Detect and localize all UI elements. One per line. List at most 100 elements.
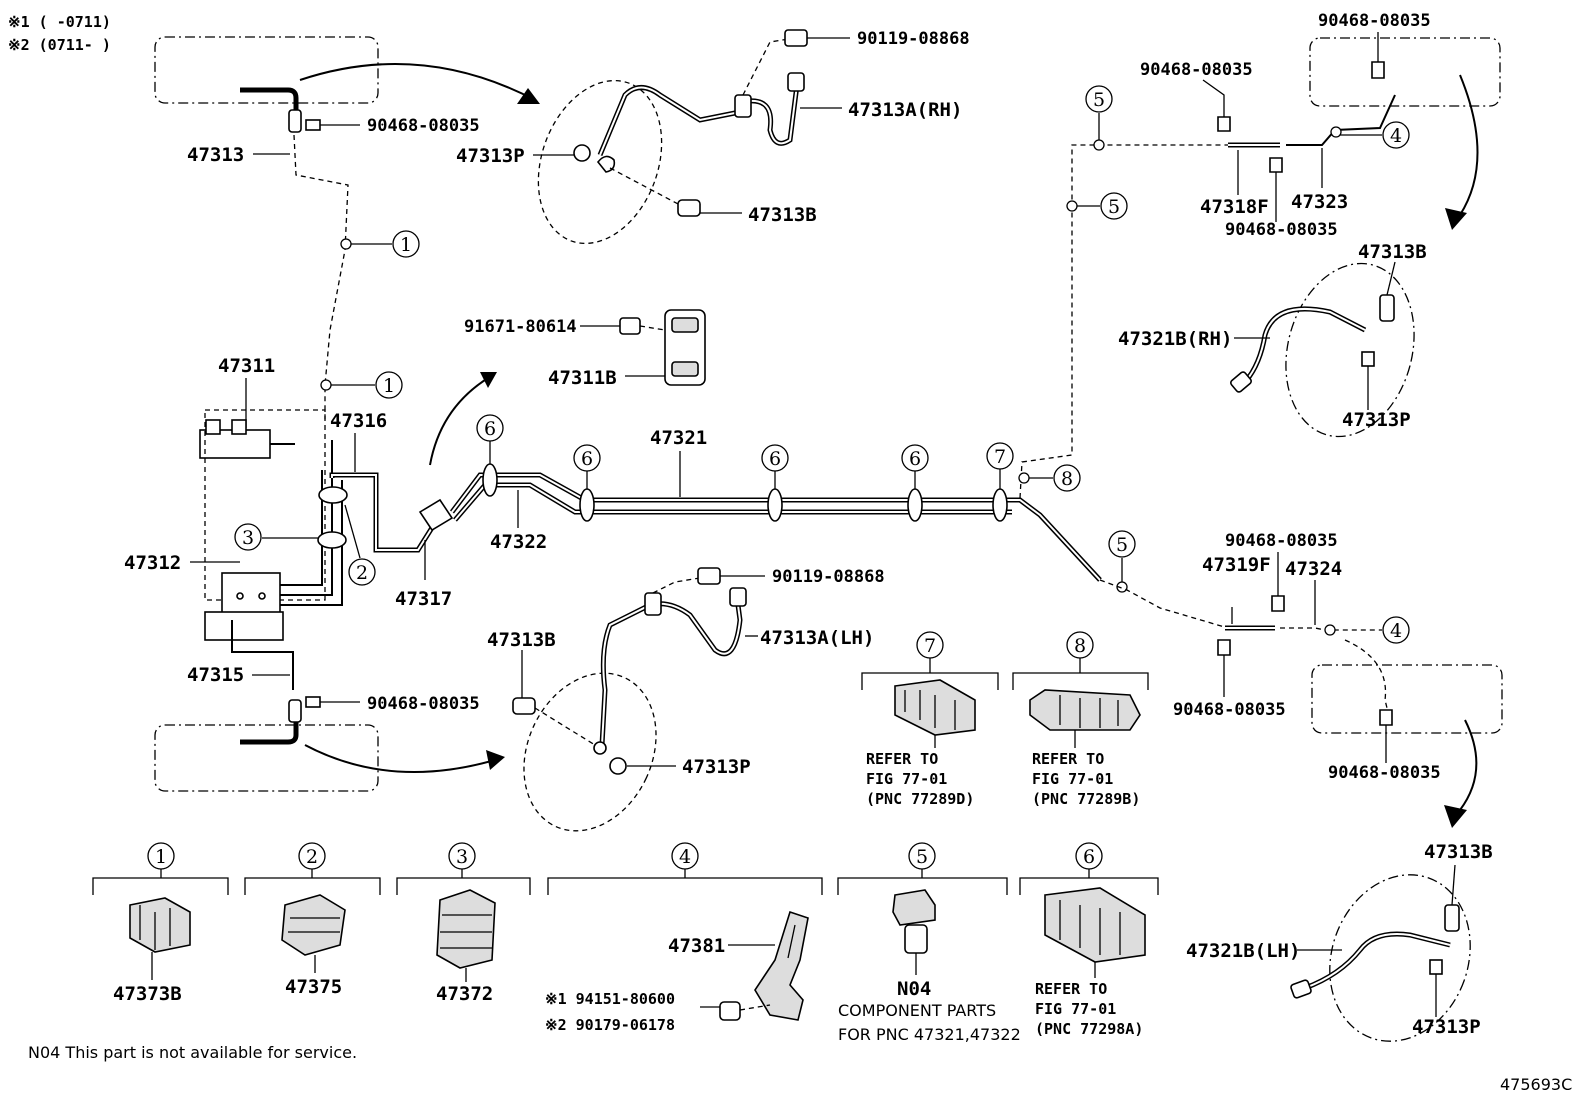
label-90119-bottom: 90119-08868 <box>772 567 885 587</box>
bolt-icon-legend-4 <box>719 1001 741 1021</box>
label-47313: 47313 <box>187 144 244 166</box>
svg-text:2: 2 <box>356 562 368 584</box>
clip-icon-90468-top-mid <box>1217 116 1231 132</box>
refer-7-line2: FIG 77-01 <box>866 770 947 788</box>
refer-6-line2: FIG 77-01 <box>1035 1000 1116 1018</box>
clamp-6-a <box>482 463 498 497</box>
detail-circle-top <box>537 79 663 245</box>
callout-4-bottom <box>1382 616 1410 644</box>
label-47323: 47323 <box>1291 191 1348 213</box>
label-90468-bottom-left: 90468-08035 <box>367 694 480 714</box>
svg-text:5: 5 <box>1093 89 1105 111</box>
curved-arrow-top-right <box>1459 74 1479 216</box>
callout-8 <box>1053 464 1081 492</box>
bolt-icon-47313B-top <box>677 199 701 217</box>
joint-47317 <box>418 498 454 532</box>
label-47321B-lh: 47321B(LH) <box>1186 940 1300 962</box>
label-47313B-top: 47313B <box>748 204 817 226</box>
bolt-icon-47313B-mid <box>512 697 536 715</box>
legend-3-part: 47372 <box>436 983 493 1005</box>
clip-icon-90468-bottom-left <box>305 696 321 708</box>
svg-text:6: 6 <box>909 448 921 470</box>
detail-circle-rear-rh <box>1285 262 1415 438</box>
svg-text:6: 6 <box>484 418 496 440</box>
curved-arrow-top-left <box>299 63 536 101</box>
legend-5-part: N04 <box>897 978 931 1000</box>
refer-8-line1: REFER TO <box>1032 750 1104 768</box>
clamp-2 <box>318 486 348 504</box>
hose-47321B-lh <box>1304 931 1451 991</box>
abs-actuator-47312 <box>221 572 281 618</box>
callout-2 <box>348 558 376 586</box>
availability-note: N04 This part is not available for servi… <box>28 1043 357 1062</box>
rear-detail-box-bottom <box>1311 664 1503 734</box>
variant-note-1: ※1 ( -0711) <box>8 13 111 31</box>
front-detail-box-top <box>154 36 379 104</box>
callout-3 <box>234 523 262 551</box>
clip-icon-90468-top-left <box>305 119 321 131</box>
hose-fitting-47313 <box>288 109 302 133</box>
legend-1-part: 47373B <box>113 983 182 1005</box>
label-47321B-rh: 47321B(RH) <box>1118 328 1232 350</box>
label-47313B-mid: 47313B <box>487 629 556 651</box>
svg-text:5: 5 <box>916 846 928 868</box>
variant-note-2: ※2 (0711- ) <box>8 36 111 54</box>
clamp-3 <box>317 531 347 549</box>
callout-1-upper <box>392 230 420 258</box>
label-47311: 47311 <box>218 355 275 377</box>
clip-icon-47313P-mid <box>609 757 627 775</box>
svg-text:8: 8 <box>1061 468 1073 490</box>
svg-text:5: 5 <box>1116 534 1128 556</box>
svg-text:5: 5 <box>1108 196 1120 218</box>
label-47321: 47321 <box>650 427 707 449</box>
svg-text:1: 1 <box>155 846 167 868</box>
svg-text:4: 4 <box>679 846 691 868</box>
refer-6-line1: REFER TO <box>1035 980 1107 998</box>
label-90468-under-47319F: 90468-08035 <box>1173 700 1286 720</box>
label-47317: 47317 <box>395 588 452 610</box>
arrowhead-top-left <box>517 88 540 104</box>
label-47318F: 47318F <box>1200 196 1269 218</box>
callout-5-b <box>1100 192 1128 220</box>
brake-line-front-left <box>293 134 349 420</box>
clip-icon-47313P-right-top <box>1361 351 1375 367</box>
bolt-icon-91671 <box>619 317 641 335</box>
clamp-7 <box>992 488 1008 522</box>
svg-text:6: 6 <box>769 448 781 470</box>
label-90468-top-mid: 90468-08035 <box>1140 60 1253 80</box>
label-47313A-lh: 47313A(LH) <box>760 627 874 649</box>
label-47313B-right-top: 47313B <box>1358 241 1427 263</box>
hose-end-fitting-top <box>787 72 805 92</box>
hose-47313A-lh <box>599 601 743 746</box>
svg-text:4: 4 <box>1390 125 1402 147</box>
label-47316: 47316 <box>330 410 387 432</box>
legend-4-bolt-2: ※2 90179-06178 <box>545 1016 675 1034</box>
label-47312: 47312 <box>124 552 181 574</box>
refer-7-line3: (PNC 77289D) <box>866 790 974 808</box>
label-47311B: 47311B <box>548 367 617 389</box>
hose-end-fitting-bottom <box>729 587 747 607</box>
callout-5-c <box>1108 530 1136 558</box>
clamp-6-b <box>579 488 595 522</box>
bolt-icon-90119-top <box>784 29 808 47</box>
label-91671: 91671-80614 <box>464 317 577 337</box>
label-90468-top-left: 90468-08035 <box>367 116 480 136</box>
legend-4-part: 47381 <box>668 935 725 957</box>
detail-circle-front-lh <box>523 672 657 832</box>
svg-text:3: 3 <box>242 527 254 549</box>
label-47313P-right-top: 47313P <box>1342 409 1411 431</box>
svg-text:6: 6 <box>1083 846 1095 868</box>
callout-4-top <box>1382 121 1410 149</box>
label-90468-top-right: 90468-08035 <box>1318 11 1431 31</box>
svg-text:3: 3 <box>456 846 468 868</box>
detail-circle-rear-lh <box>1329 874 1471 1042</box>
clip-icon-90468-under-47319F <box>1217 639 1231 656</box>
clamp-6-c <box>767 488 783 522</box>
svg-text:2: 2 <box>306 846 318 868</box>
label-47313P-right-bottom: 47313P <box>1412 1016 1481 1038</box>
hose-47313A-rh <box>597 85 741 156</box>
legend-5-desc-1: COMPONENT PARTS <box>838 1001 996 1020</box>
clamp-part-47372 <box>436 889 496 969</box>
tube-47323 <box>1286 94 1396 146</box>
bracket-part-47381 <box>754 910 809 1021</box>
